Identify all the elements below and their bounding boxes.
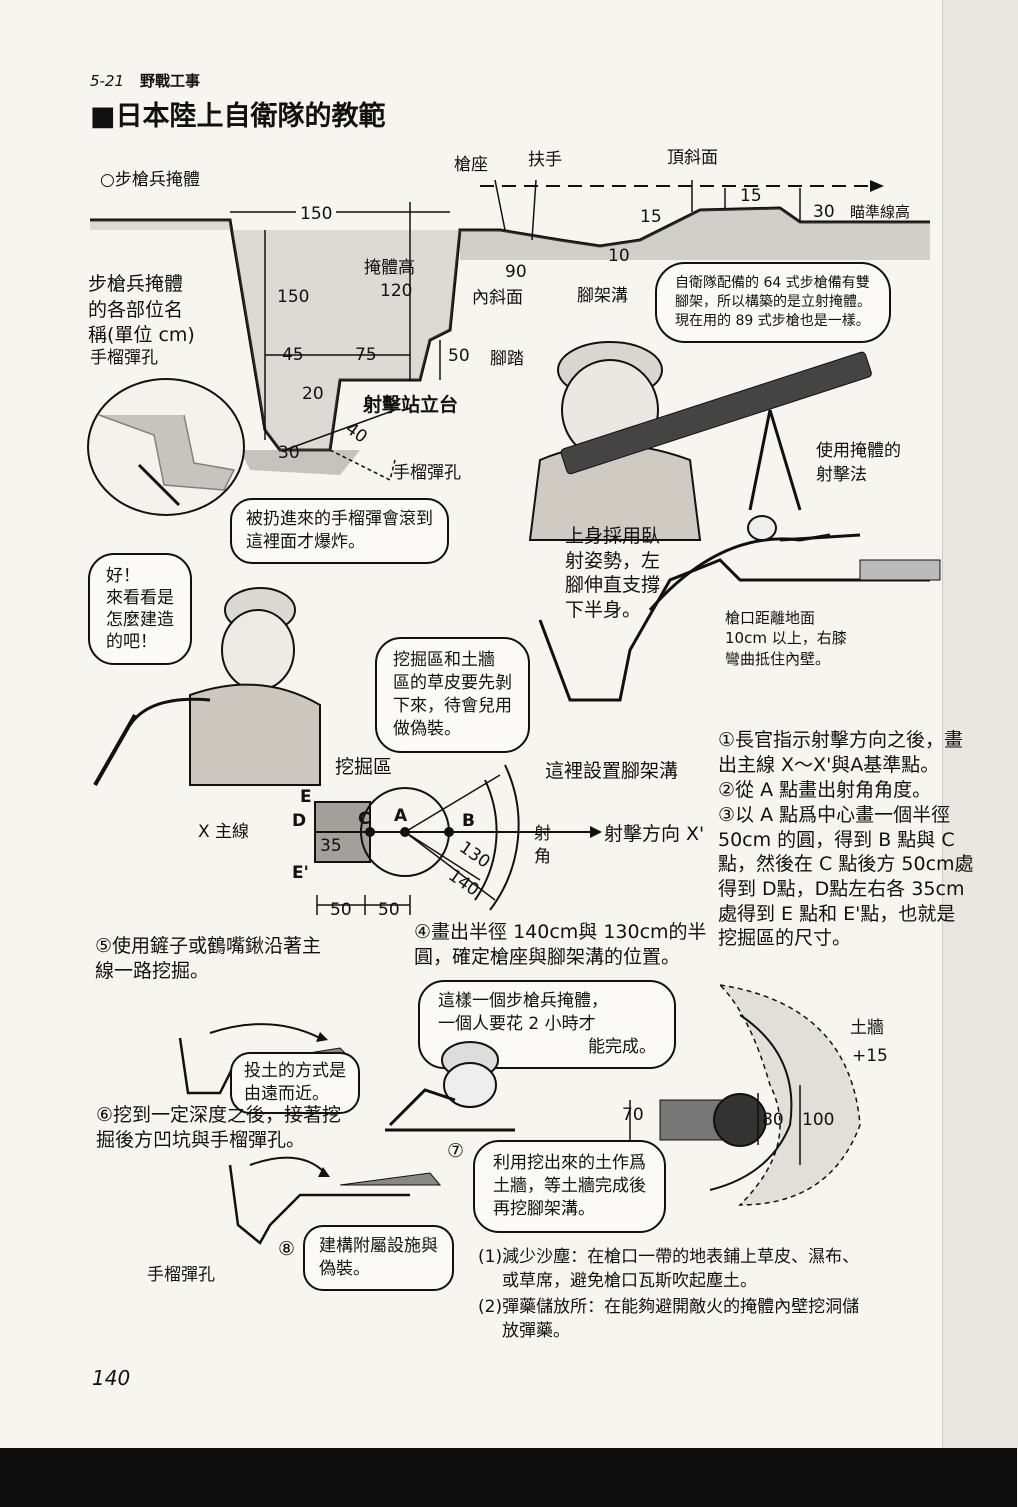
dim-80: 80	[762, 1110, 784, 1130]
label-gun-seat: 槍座	[454, 155, 488, 175]
pit-plan-view	[629, 983, 861, 1206]
dim-50-right: 50	[378, 900, 400, 920]
layout-plan-diagram	[314, 764, 602, 915]
label-bipod-trench: 腳架溝	[577, 286, 628, 306]
bubble-throw-order: 投土的方式是 由遠而近。	[230, 1052, 360, 1114]
inset-grenade-hole-label: 手榴彈孔	[90, 348, 158, 368]
step-7: 利用挖出來的土作爲 土牆，等土牆完成後 再挖腳架溝。	[473, 1140, 666, 1233]
dig-section-2	[228, 1156, 442, 1245]
point-A: A	[394, 806, 408, 826]
dim-90: 90	[505, 262, 527, 282]
rifle-pit-cross-section	[90, 179, 930, 482]
note-ammo-storage: (2)彈藥儲放所：在能夠避開敵火的掩體內壁挖洞儲 放彈藥。	[478, 1297, 860, 1341]
step-4: ④畫出半徑 140cm與 130cm的半 圓，確定槍座與腳架溝的位置。	[414, 921, 707, 968]
grenade-hole-inset	[87, 378, 245, 516]
label-foothold: 腳踏	[490, 349, 524, 369]
label-grenade-hole: 手榴彈孔	[393, 463, 461, 483]
bubble-lets-build: 好！ 來看看是 怎麼建造 的吧！	[88, 553, 192, 666]
dim-100: 100	[802, 1110, 835, 1130]
label-earth-wall: 土牆	[850, 1018, 884, 1038]
dim-50-left: 50	[330, 900, 352, 920]
point-E-prime: E'	[292, 863, 309, 883]
section-number: 5-21	[90, 72, 125, 90]
step-8-number: ⑧	[278, 1238, 296, 1260]
label-plus15: +15	[852, 1046, 888, 1066]
section-category: 野戰工事	[140, 72, 201, 90]
dim-10: 10	[608, 246, 630, 266]
dim-70: 70	[622, 1105, 644, 1125]
label-firing-method: 使用掩體的 射擊法	[816, 441, 901, 485]
adjacent-page-strip	[942, 0, 1018, 1450]
label-fire-angle-1: 射	[534, 824, 551, 844]
label-top-slope: 頂斜面	[667, 148, 718, 168]
dim-30-bottom: 30	[278, 443, 300, 463]
instructor-soldier-illustration	[93, 587, 321, 786]
dim-50: 50	[448, 346, 470, 366]
step-6: ⑥挖到一定深度之後，接著挖 掘後方凹坑與手榴彈孔。	[96, 1104, 342, 1151]
point-C: C	[358, 809, 371, 829]
digging-soldier-illustration	[385, 1041, 515, 1132]
step-1: ①長官指示射擊方向之後，畫 出主線 X～X'與A基準點。	[718, 729, 964, 776]
note-muzzle-height: 槍口距離地面 10cm 以上，右膝 彎曲抵住內壁。	[725, 609, 847, 668]
label-bipod-here: 這裡設置腳架溝	[545, 760, 679, 782]
bubble-grenade: 被扔進來的手榴彈會滾到 這裡面才爆炸。	[230, 498, 449, 564]
dim-20: 20	[302, 384, 324, 404]
label-x-main-line: X 主線	[198, 822, 250, 842]
label-inner-slope: 內斜面	[472, 288, 523, 308]
scan-bottom-border	[0, 1448, 1017, 1507]
dim-15-b: 15	[740, 186, 762, 206]
label-firing-platform: 射擊站立台	[363, 394, 459, 416]
label-fire-direction: 射擊方向 X'	[604, 823, 705, 845]
step-7-number: ⑦	[447, 1140, 465, 1162]
label-dig-area: 挖掘區	[335, 756, 393, 778]
label-fire-angle-2: 角	[534, 847, 551, 867]
label-pit-height: 掩體高	[364, 258, 415, 278]
step-3: ③以 A 點爲中心畫一個半徑 50cm 的圓，得到 B 點與 C 點，然後在 C…	[718, 804, 974, 950]
bubble-two-hours: 這樣一個步槍兵掩體， 一個人要花 2 小時才 能完成。	[418, 980, 676, 1069]
label-handrail: 扶手	[528, 150, 562, 170]
note-body-posture: 上身採用臥 射姿勢，左 腳伸直支撐 下半身。	[565, 525, 661, 622]
page-number: 140	[92, 1366, 131, 1390]
point-D: D	[292, 811, 307, 831]
rifle-pit-caption: 步槍兵掩體 的各部位名 稱(單位 cm)	[88, 273, 195, 347]
step-2: ②從 A 點畫出射角角度。	[718, 779, 932, 801]
dim-width-150: 150	[296, 204, 337, 226]
point-E: E	[300, 787, 312, 807]
soldier-rifle-illustration	[528, 341, 941, 702]
dim-depth-150: 150	[277, 287, 310, 307]
step-5: ⑤使用鏟子或鶴嘴鍬沿著主 線一路挖掘。	[95, 935, 322, 982]
note-dust-reduction: (1)減少沙塵：在槍口一帶的地表鋪上草皮、濕布、 或草席，避免槍口瓦斯吹起塵土。	[478, 1247, 860, 1291]
step-8: 建構附屬設施與 偽裝。	[303, 1225, 454, 1291]
dim-height-120: 120	[380, 281, 413, 301]
dim-35: 35	[320, 836, 342, 856]
dim-45: 45	[282, 345, 304, 365]
dim-30: 30	[813, 202, 835, 222]
point-B: B	[462, 811, 475, 831]
dim-15-a: 15	[640, 207, 662, 227]
rifle-pit-subtitle: ○步槍兵掩體	[100, 170, 200, 190]
bubble-rifle-info: 自衛隊配備的 64 式步槍備有雙 腳架，所以構築的是立射掩體。 現在用的 89 …	[655, 262, 891, 343]
bubble-turf: 挖掘區和土牆 區的草皮要先剝 下來，待會兒用 做偽裝。	[375, 637, 530, 753]
dim-75: 75	[355, 345, 377, 365]
label-aim-height: 瞄準線高	[850, 203, 911, 221]
page-title: ■日本陸上自衛隊的教範	[90, 101, 386, 132]
label-grenade-hole-bottom: 手榴彈孔	[147, 1265, 215, 1285]
